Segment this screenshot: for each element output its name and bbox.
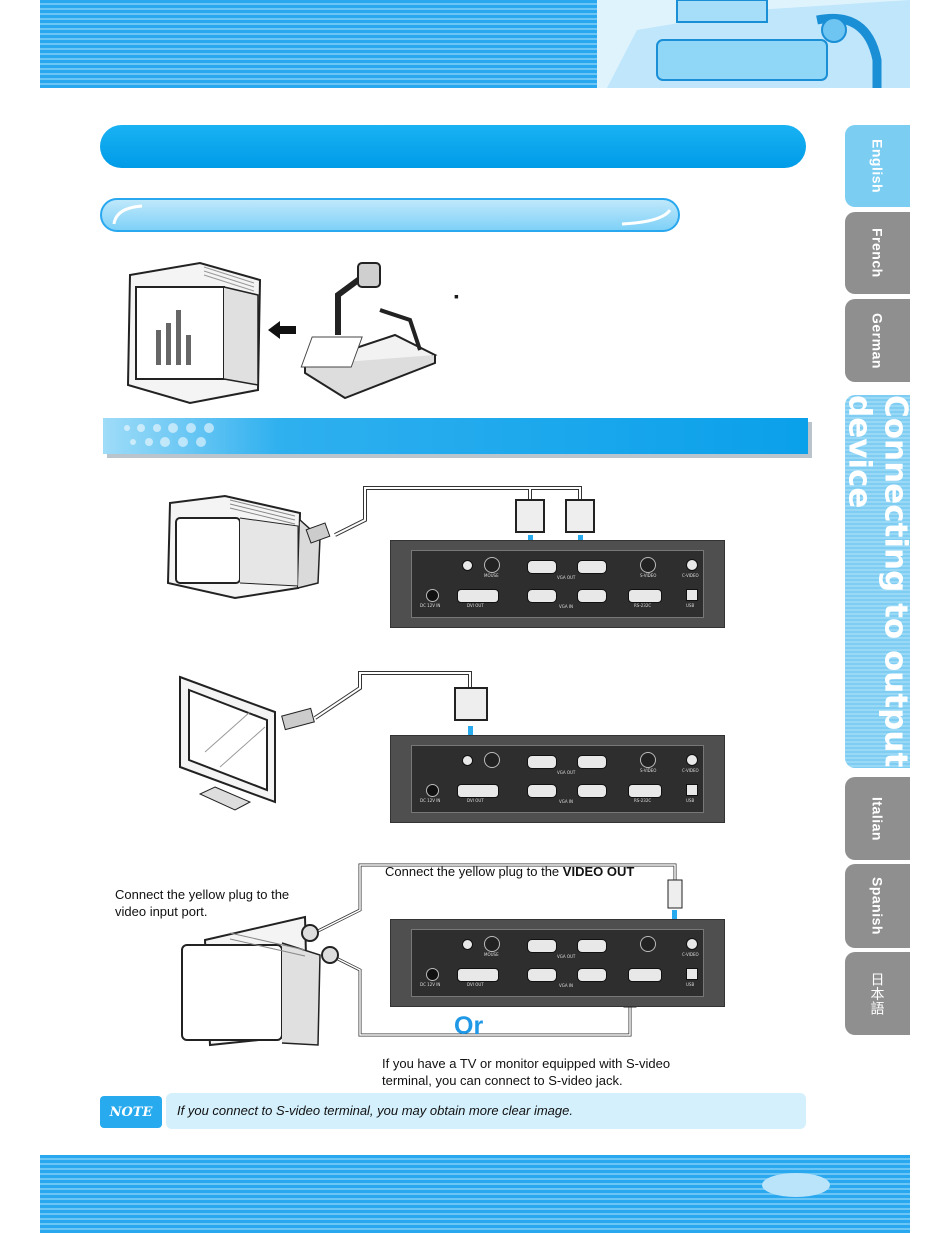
usb-port — [686, 784, 698, 796]
dvi-port — [457, 784, 499, 798]
mouse-port — [484, 936, 500, 952]
header-visualizer-illustration — [597, 0, 910, 88]
vga-out-1-port — [527, 755, 557, 769]
mouse-port — [484, 557, 500, 573]
tab-french[interactable]: French — [845, 212, 910, 294]
rs232c-port — [628, 968, 662, 982]
title-bar — [100, 125, 806, 168]
note-box — [166, 1093, 806, 1129]
vga-out-2-port — [577, 755, 607, 769]
usb-port — [686, 968, 698, 980]
rs232c-port — [628, 589, 662, 603]
mouse-port — [484, 752, 500, 768]
cvideo-port — [686, 559, 698, 571]
tab-spanish[interactable]: Spanish — [845, 864, 910, 948]
crt-monitor-illustration — [166, 494, 331, 600]
usb-port — [686, 589, 698, 601]
yellow-plug-instruction: Connect the yellow plug to the video inp… — [115, 887, 290, 919]
or-label: Or — [454, 1012, 484, 1040]
dc-in-port — [426, 784, 439, 797]
svideo-port — [640, 936, 656, 952]
section-bar — [103, 418, 808, 454]
rs232c-port — [628, 784, 662, 798]
vga-in-2-port — [577, 589, 607, 603]
footer-band — [40, 1155, 910, 1233]
lock-port — [462, 755, 473, 766]
dc-in-port — [426, 589, 439, 602]
lcd-monitor-illustration — [179, 675, 315, 811]
tab-german[interactable]: German — [845, 299, 910, 382]
vga-in-2-port — [577, 968, 607, 982]
note-text: If you connect to S-video terminal, you … — [177, 1103, 573, 1118]
vga-out-2-port — [577, 939, 607, 953]
vga-in-2-port — [577, 784, 607, 798]
device-panel-1: MOUSE VGA OUT S-VIDEO C-VIDEO DC 12V IN … — [390, 540, 725, 628]
cvideo-port — [686, 754, 698, 766]
lock-port — [462, 560, 473, 571]
tab-english[interactable]: English — [845, 125, 910, 207]
device-panel-2: VGA OUT S-VIDEO C-VIDEO DC 12V IN DVI OU… — [390, 735, 725, 823]
svideo-port — [640, 557, 656, 573]
svideo-instruction: If you have a TV or monitor equipped wit… — [382, 1056, 671, 1088]
vga-in-1-port — [527, 589, 557, 603]
vga-in-1-port — [527, 968, 557, 982]
lock-port — [462, 939, 473, 950]
page-number-oval — [762, 1173, 830, 1197]
vga-out-1-port — [527, 560, 557, 574]
vga-out-1-port — [527, 939, 557, 953]
tab-japanese[interactable]: 日本語 — [845, 952, 910, 1035]
dvi-port — [457, 968, 499, 982]
video-out-instruction: Connect the yellow plug to the VIDEO OUT — [385, 864, 635, 879]
subtitle-bar — [100, 198, 680, 232]
bullet: ▪ — [454, 288, 459, 304]
dc-in-port — [426, 968, 439, 981]
cvideo-port — [686, 938, 698, 950]
note-badge: NOTE — [100, 1096, 162, 1128]
vga-out-2-port — [577, 560, 607, 574]
dvi-port — [457, 589, 499, 603]
tab-connecting-output-device: Connecting to output device — [841, 395, 914, 768]
vga-in-1-port — [527, 784, 557, 798]
monitor-visualizer-illustration — [126, 261, 438, 405]
tv-cable-illustration — [181, 863, 683, 1047]
tab-italian[interactable]: Italian — [845, 777, 910, 860]
svideo-port — [640, 752, 656, 768]
device-panel-3: MOUSE VGA OUT C-VIDEO DC 12V IN DVI OUT … — [390, 919, 725, 1007]
